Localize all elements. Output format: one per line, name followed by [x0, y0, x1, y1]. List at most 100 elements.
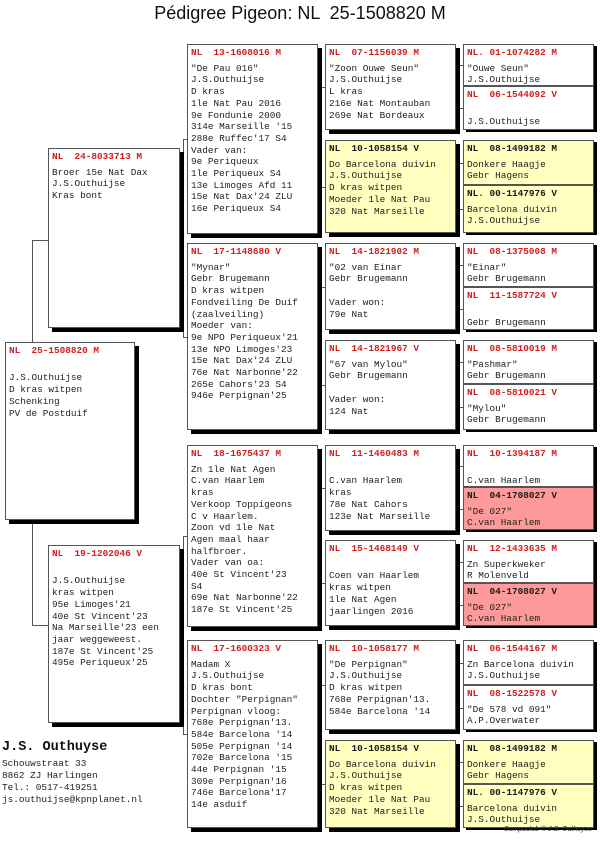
card-line: "Ouwe Seun" — [467, 62, 529, 74]
card-line: 320 Nat Marseille — [329, 805, 425, 817]
card-line: 16e Periqueux S4 — [191, 203, 282, 215]
card-line: Zn Barcelona duivin — [467, 658, 574, 670]
connector-line — [321, 385, 325, 386]
card-line: "02 van Einar — [329, 261, 403, 273]
card-line: Na Marseille'23 een — [52, 622, 159, 634]
credit-text: Compuclub © J.S. Outhuyse — [503, 826, 592, 833]
ring-number: NL 14-1821902 M — [329, 246, 420, 257]
connector-line — [459, 604, 463, 606]
card-line: 69e Nat Narbonne'22 — [191, 592, 298, 604]
ring-number: NL 11-1587724 V — [467, 290, 558, 301]
connector-line — [459, 561, 460, 605]
card-line: Gebr Brugemann — [467, 370, 546, 382]
card-line: 13e Limoges Afd 11 — [191, 179, 293, 191]
card-line: Gebr Brugemann — [467, 317, 546, 329]
owner-contact: J.S. Outhuyse Schouwstraat 33 8862 ZJ Ha… — [2, 740, 143, 806]
card-line: J.S.Outhuijse — [191, 74, 265, 86]
connector-line — [459, 209, 463, 210]
card-line: 15e Nat Dax'24 ZLU — [191, 355, 293, 367]
card-line — [329, 285, 455, 297]
card-line: 40e St Vincent'23 — [191, 569, 287, 581]
card-line: Gebr Hagens — [467, 770, 529, 782]
card-line: "De 578 vd 091" — [467, 703, 552, 715]
card-line: "De 027" — [467, 601, 513, 613]
connector-line — [183, 139, 184, 337]
ring-number: NL 19-1202046 V — [52, 548, 143, 559]
card-line: J.S.Outhuijse — [467, 74, 541, 86]
connector-line — [459, 265, 463, 266]
ring-number: NL 11-1460483 M — [329, 448, 420, 459]
card-line: 76e Nat Narbonne'22 — [191, 367, 298, 379]
card-line: "Mynar" — [191, 261, 231, 273]
card-line: 584e Barcelona '14 — [191, 728, 293, 740]
ring-number: NL 10-1058154 V — [329, 743, 420, 754]
connector-line — [459, 265, 460, 309]
card-line: kras — [191, 487, 214, 499]
ring-number: NL 08-5810019 M — [467, 343, 558, 354]
owner-name: J.S. Outhuyse — [2, 740, 108, 755]
card-line: J.S.Outhuijse — [329, 770, 403, 782]
card-line: 505e Perpignan '14 — [191, 740, 293, 752]
ring-number: NL 08-1375008 M — [467, 246, 558, 257]
card-line: Vader won: — [329, 393, 386, 405]
card-line: 123e Nat Marseille — [329, 510, 431, 522]
connector-line — [32, 240, 48, 241]
card-line: C v Haarlem. — [191, 510, 259, 522]
card-line: S4 — [191, 580, 203, 592]
pedigree-card: NL 11-1587724 V Gebr Brugemann — [463, 287, 594, 330]
ring-number: NL. 00-1147976 V — [467, 787, 558, 798]
card-line — [467, 306, 593, 318]
card-line — [329, 382, 455, 394]
card-line: A.P.Overwater — [467, 715, 541, 727]
card-line: Coen van Haarlem — [329, 570, 420, 582]
owner-city: 8862 ZJ Harlingen — [2, 770, 98, 781]
card-line: 9e Fondunie 2000 — [191, 109, 282, 121]
connector-line — [180, 238, 183, 239]
card-line: 78e Nat Cahors — [329, 498, 408, 510]
card-line: 702e Barcelona '15 — [191, 752, 293, 764]
owner-email[interactable]: js.outhuijse@kpnplanet.nl — [2, 794, 143, 805]
card-line: D kras bont — [191, 682, 253, 694]
card-line: 768e Perpignan'13. — [329, 693, 431, 705]
card-line: Agen maal haar — [191, 533, 270, 545]
card-line: Vader won: — [329, 296, 386, 308]
card-line: "67 van Mylou" — [329, 358, 408, 370]
ring-number: NL 13-1608016 M — [191, 47, 282, 58]
card-line: kras — [329, 487, 352, 499]
ring-number: NL 06-1544167 M — [467, 643, 558, 654]
pedigree-card: NL 08-5810021 V"Mylou"Gebr Brugemann — [463, 384, 594, 430]
card-line: jaarlingen 2016 — [329, 605, 414, 617]
card-line: C.van Haarlem — [467, 475, 541, 487]
pedigree-card: NL 04-1708027 V"De 027"C.van Haarlem — [463, 487, 594, 530]
card-line — [52, 564, 179, 576]
card-line: 495e Periqueux'25 — [52, 657, 148, 669]
card-line: "Einar" — [467, 261, 507, 273]
card-line: "Pashmar" — [467, 358, 518, 370]
connector-line — [459, 707, 463, 709]
card-line: Zn Superkweker — [467, 558, 546, 570]
card-line: 44e Perpignan '15 — [191, 764, 287, 776]
card-line: Gebr Brugemann — [329, 370, 408, 382]
connector-line — [32, 625, 48, 626]
ring-number: NL 06-1544092 V — [467, 89, 558, 100]
connector-line — [459, 162, 460, 209]
card-line — [329, 559, 455, 571]
ring-number: NL 08-5810021 V — [467, 387, 558, 398]
card-line: "De Pau 016" — [191, 62, 259, 74]
card-line — [329, 464, 455, 476]
pedigree-card: NL 13-1608016 M "De Pau 016"J.S.Outhuijse… — [187, 44, 318, 234]
connector-line — [459, 508, 463, 510]
card-line: J.S.Outhuijse — [467, 670, 541, 682]
connector-line — [321, 685, 322, 784]
connector-line — [321, 87, 322, 187]
card-line: Gebr Hagens — [467, 170, 529, 182]
pedigree-card: NL 07-1156039 M"Zoon Ouwe Seun"J.S.Outhu… — [325, 44, 456, 130]
card-line: Gebr Brugemann — [191, 273, 270, 285]
